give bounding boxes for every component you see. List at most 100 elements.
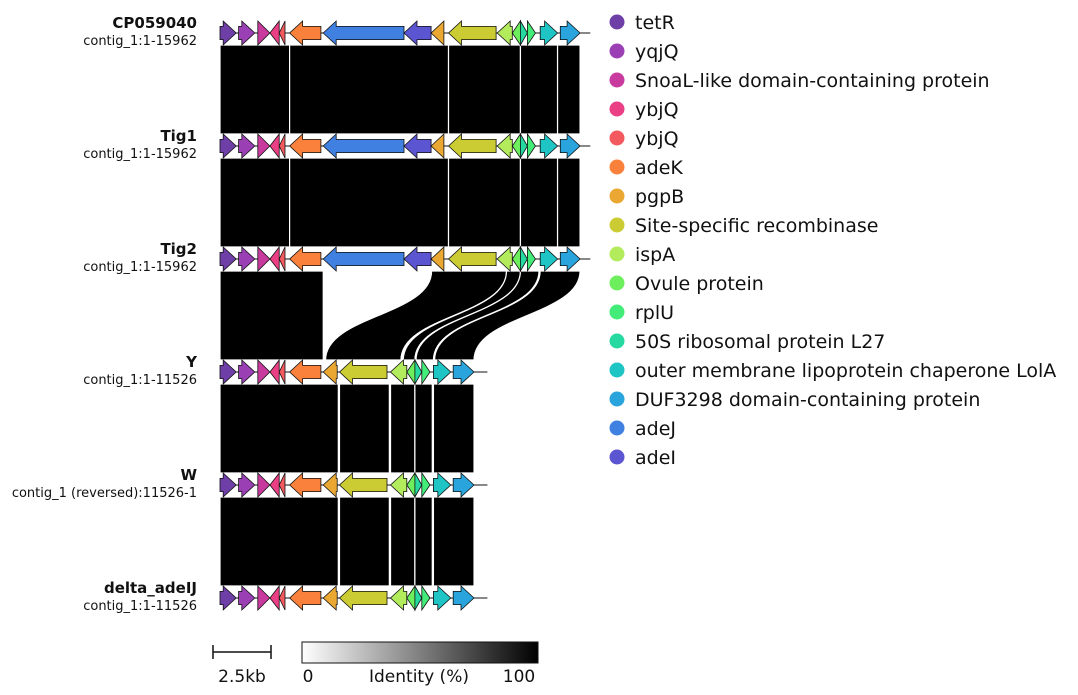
- gene-arrow-0-10: [496, 20, 513, 46]
- legend-label-5: adeK: [635, 157, 683, 179]
- similarity-link-1-7: [447, 157, 522, 248]
- gene-arrow-0-12: [520, 19, 528, 47]
- gene-arrow-5-8: [389, 585, 408, 611]
- gene-arrow-0-0: [219, 20, 237, 46]
- gene-arrow-4-7: [338, 472, 388, 498]
- gene-arrow-1-0: [219, 133, 237, 159]
- gene-arrow-3-5: [289, 359, 322, 385]
- gene-arrow-4-8: [389, 472, 408, 498]
- legend-label-13: DUF3298 domain-containing protein: [635, 389, 980, 411]
- gene-arrow-0-8: [430, 20, 445, 46]
- legend-swatch-12: [609, 362, 625, 378]
- legend-swatch-13: [609, 391, 625, 407]
- gene-arrow-1-8: [430, 133, 445, 159]
- gene-arrow-0-15: [559, 20, 581, 46]
- similarity-link-4-20: [219, 496, 339, 587]
- gene-arrow-1-10: [496, 133, 513, 159]
- gene-arrows: [219, 19, 581, 612]
- gene-arrow-4-10: [414, 471, 423, 499]
- colorbar-gradient: [301, 641, 539, 664]
- gene-arrow-5-2: [257, 585, 271, 611]
- similarity-link-0-3: [519, 44, 559, 135]
- gene-arrow-1-14: [539, 133, 559, 159]
- legend-label-9: Ovule protein: [635, 273, 764, 295]
- gene-arrow-1-3: [269, 132, 280, 160]
- gene-arrow-0-9: [447, 20, 497, 46]
- gene-arrow-4-4: [278, 472, 286, 498]
- gene-arrow-2-3: [269, 245, 280, 273]
- gene-arrow-4-11: [421, 471, 431, 499]
- gene-arrow-0-6: [322, 20, 405, 46]
- gene-arrow-5-4: [278, 585, 286, 611]
- similarity-link-1-9: [556, 157, 581, 248]
- gene-arrow-3-10: [414, 358, 423, 386]
- gene-arrow-1-5: [289, 133, 322, 159]
- track-name: Y: [185, 353, 198, 371]
- gene-arrow-0-4: [278, 20, 286, 46]
- gene-arrow-2-15: [559, 246, 581, 272]
- gene-arrow-4-2: [257, 472, 271, 498]
- gene-arrow-4-3: [269, 471, 280, 499]
- legend-label-2: SnoaL-like domain-containing protein: [635, 70, 990, 92]
- gene-arrow-4-5: [289, 472, 322, 498]
- legend-swatch-4: [609, 130, 625, 146]
- similarity-link-0-0: [219, 44, 291, 135]
- similarity-link-4-24: [432, 496, 475, 587]
- gene-arrow-4-9: [406, 471, 416, 499]
- legend-swatch-7: [609, 217, 625, 233]
- legend-label-6: pgpB: [635, 186, 684, 208]
- track-name: CP059040: [112, 14, 197, 32]
- gene-arrow-5-7: [338, 585, 388, 611]
- track-name: Tig2: [160, 240, 197, 258]
- similarity-link-1-5: [219, 157, 291, 248]
- similarity-link-4-22: [389, 496, 416, 587]
- track-subtitle: contig_1:1-15962: [83, 34, 197, 49]
- gene-arrow-2-6: [322, 246, 405, 272]
- legend-swatch-15: [609, 449, 625, 465]
- legend-label-7: Site-specific recombinase: [635, 215, 878, 237]
- track-subtitle: contig_1:1-15962: [83, 147, 197, 162]
- legend-swatch-9: [609, 275, 625, 291]
- gene-arrow-5-3: [269, 584, 280, 612]
- gene-arrow-3-2: [257, 359, 271, 385]
- gene-arrow-5-12: [432, 585, 452, 611]
- legend-label-4: ybjQ: [635, 128, 679, 150]
- gene-arrow-4-1: [238, 472, 256, 498]
- legend-label-15: adeI: [635, 447, 676, 469]
- gene-arrow-0-13: [527, 19, 536, 47]
- track-subtitle: contig_1 (reversed):11526-1: [12, 486, 197, 501]
- track-subtitle: contig_1:1-11526: [83, 373, 197, 388]
- legend-swatch-2: [609, 72, 625, 88]
- gene-arrow-5-6: [322, 585, 338, 611]
- scale-bar: 2.5kb: [212, 645, 272, 687]
- gene-arrow-3-3: [269, 358, 280, 386]
- gene-arrow-1-15: [559, 133, 581, 159]
- gene-arrow-2-9: [447, 246, 497, 272]
- gene-arrow-2-1: [238, 246, 256, 272]
- legend-swatch-8: [609, 246, 625, 262]
- gene-arrow-5-13: [452, 585, 475, 611]
- gene-arrow-4-6: [322, 472, 338, 498]
- gene-arrow-1-12: [520, 132, 528, 160]
- similarity-link-3-19: [432, 383, 475, 474]
- gene-arrow-4-0: [219, 472, 237, 498]
- gene-arrow-1-2: [257, 133, 271, 159]
- gene-arrow-2-2: [257, 246, 271, 272]
- legend-label-12: outer membrane lipoprotein chaperone Lol…: [635, 360, 1056, 382]
- gene-arrow-4-12: [432, 472, 452, 498]
- gene-arrow-2-0: [219, 246, 237, 272]
- similarity-link-2-10: [219, 270, 324, 361]
- legend-label-0: tetR: [635, 12, 675, 34]
- gene-arrow-0-11: [511, 19, 521, 47]
- gene-arrow-3-4: [278, 359, 286, 385]
- gene-arrow-0-7: [403, 20, 432, 46]
- gene-arrow-5-5: [289, 585, 322, 611]
- legend-label-14: adeJ: [635, 418, 676, 440]
- gene-arrow-5-0: [219, 585, 237, 611]
- gene-arrow-3-8: [389, 359, 408, 385]
- similarity-link-2-14: [433, 270, 581, 361]
- gene-arrow-3-7: [338, 359, 388, 385]
- gene-arrow-2-5: [289, 246, 322, 272]
